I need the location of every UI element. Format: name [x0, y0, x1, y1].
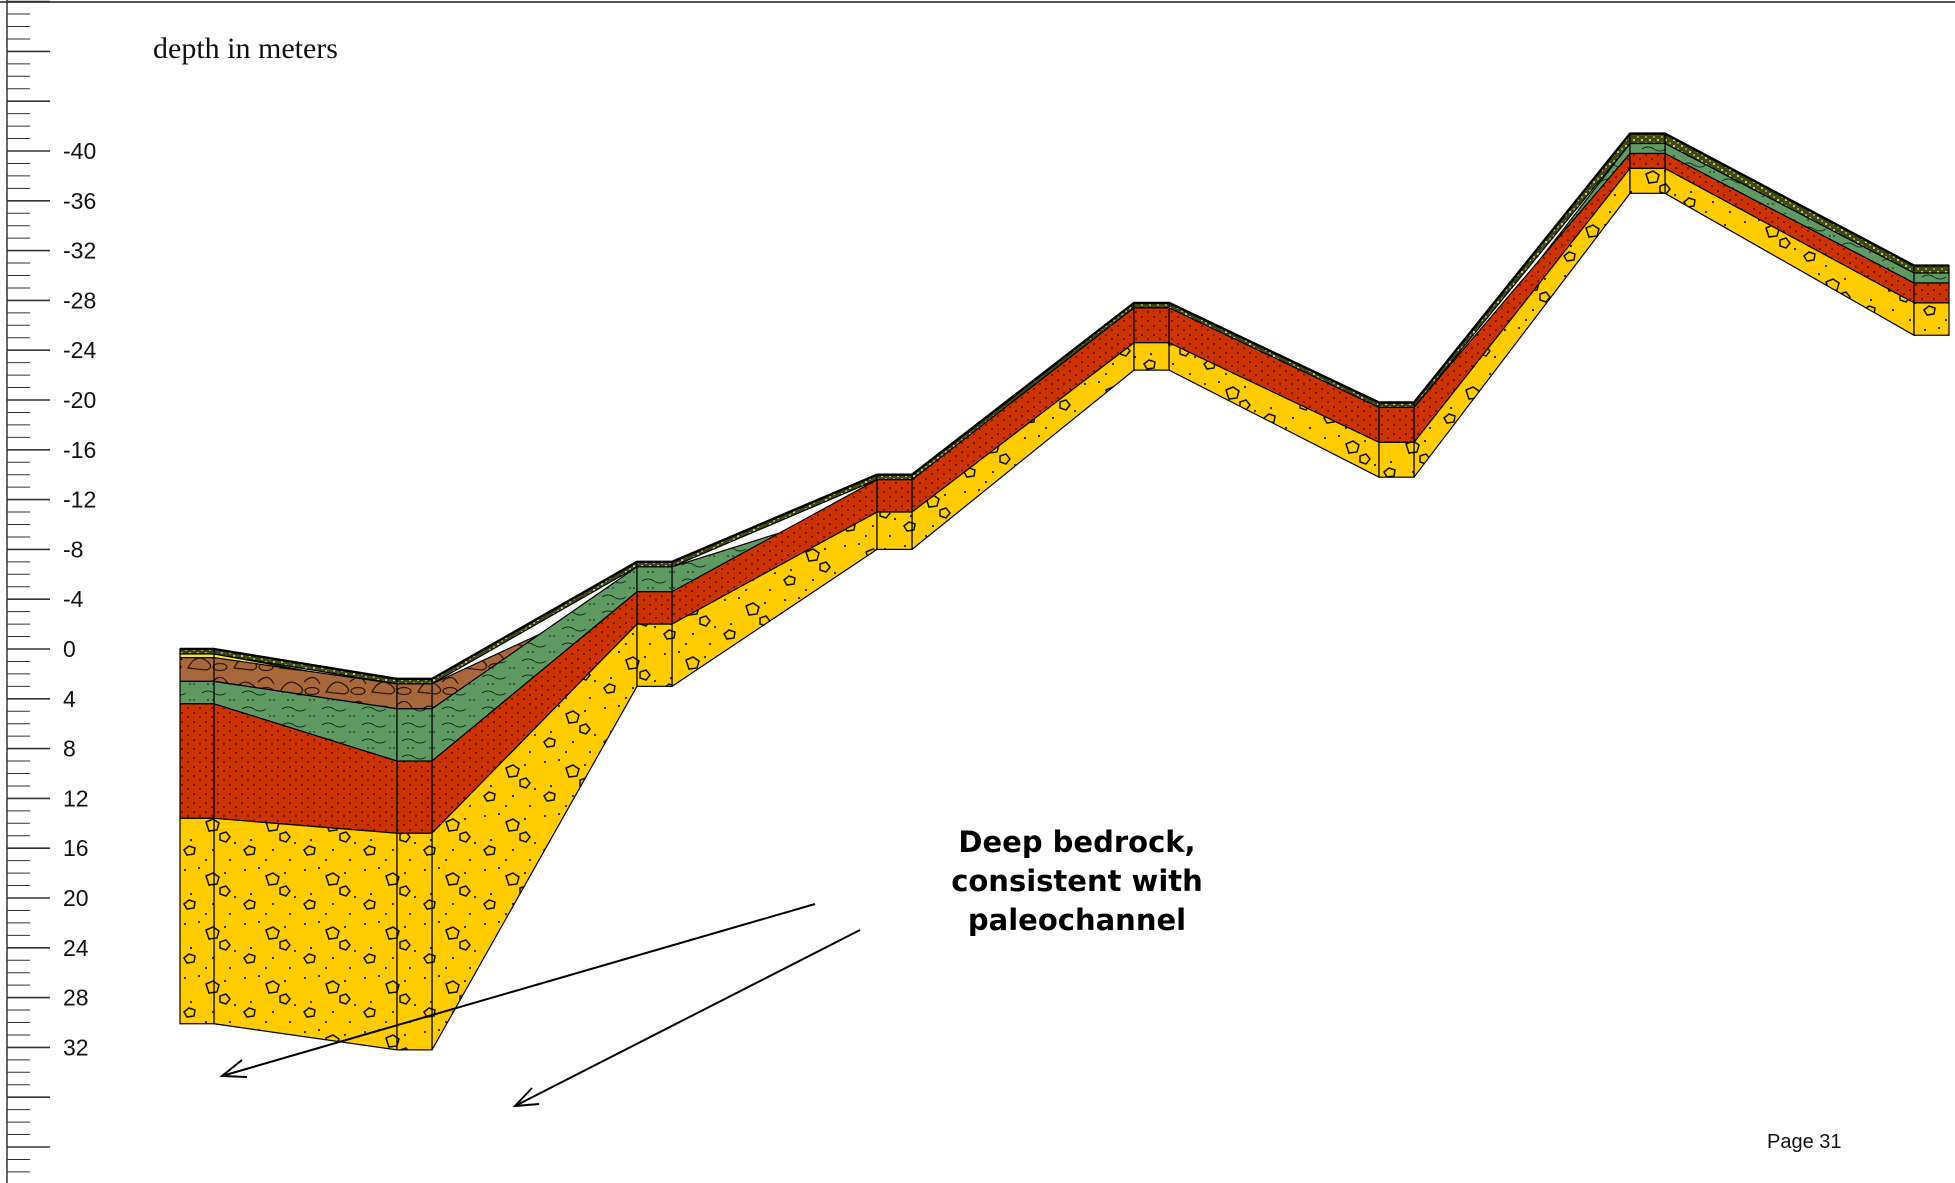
axis-tick-label: -28	[63, 287, 96, 313]
ground-surface-line	[180, 132, 1949, 681]
axis-tick-label: 0	[63, 636, 76, 662]
callout-line-1: Deep bedrock,	[958, 825, 1195, 859]
borehole-sand-interval	[1913, 282, 1950, 304]
borehole-bedrock-interval	[636, 623, 673, 687]
borehole-sand-interval	[636, 591, 673, 625]
axis-tick-label: 20	[63, 885, 89, 911]
borehole-silt-interval	[636, 566, 673, 593]
page-number: Page 31	[1767, 1131, 1842, 1153]
borehole-sand-interval	[1378, 406, 1415, 443]
bedrock-layer-panel	[213, 817, 398, 1051]
depth-unit-label: depth in meters	[153, 32, 338, 65]
callout-annotation: Deep bedrock, consistent with paleochann…	[219, 825, 1203, 1108]
borehole-sand-interval	[1629, 152, 1666, 170]
stratigraphic-section	[179, 132, 1950, 1051]
borehole-sand-interval	[1133, 307, 1170, 344]
axis-tick-label: 12	[63, 785, 89, 811]
borehole-cobble-interval	[396, 683, 433, 710]
axis-tick-label: 24	[63, 935, 89, 961]
depth-axis: -40-36-32-28-24-20-16-12-8-4048121620242…	[6, 0, 96, 1183]
borehole-bedrock-interval	[179, 817, 215, 1025]
borehole-bedrock-interval	[396, 832, 433, 1051]
axis-tick-label: -36	[63, 188, 96, 214]
borehole-sand-interval	[396, 760, 433, 834]
borehole-silt-interval	[396, 708, 433, 762]
borehole-bedrock-interval	[876, 511, 913, 550]
axis-tick-label: -20	[63, 387, 96, 413]
borehole-silt-interval	[1629, 142, 1666, 155]
arrow-to-left-borehole	[219, 903, 816, 1078]
axis-tick-label: -4	[63, 586, 84, 612]
axis-tick-label: -12	[63, 487, 96, 513]
axis-tick-label: 32	[63, 1034, 89, 1060]
borehole-sand-interval	[179, 703, 215, 819]
axis-tick-label: -24	[63, 337, 96, 363]
callout-line-2: consistent with	[951, 864, 1203, 898]
axis-tick-label: -8	[63, 536, 83, 562]
borehole-sand-interval	[876, 479, 913, 513]
borehole-bedrock-interval	[1629, 167, 1666, 194]
axis-tick-label: 16	[63, 835, 89, 861]
borehole-bedrock-interval	[1378, 441, 1415, 478]
borehole-bedrock-interval	[1913, 302, 1950, 336]
borehole-silt-interval	[179, 680, 215, 705]
borehole-silt-interval	[1913, 272, 1950, 284]
axis-tick-label: 28	[63, 985, 89, 1011]
axis-tick-label: 8	[63, 736, 76, 762]
axis-tick-label: -40	[63, 138, 96, 164]
borehole-surface-interval	[1629, 132, 1666, 145]
arrow-to-channel	[512, 929, 861, 1108]
axis-tick-label: 4	[63, 686, 76, 712]
axis-tick-label: -32	[63, 238, 96, 264]
borehole-cobble-interval	[179, 657, 215, 682]
callout-line-3: paleochannel	[968, 903, 1186, 937]
axis-tick-label: -16	[63, 437, 96, 463]
borehole-bedrock-interval	[1133, 342, 1170, 371]
